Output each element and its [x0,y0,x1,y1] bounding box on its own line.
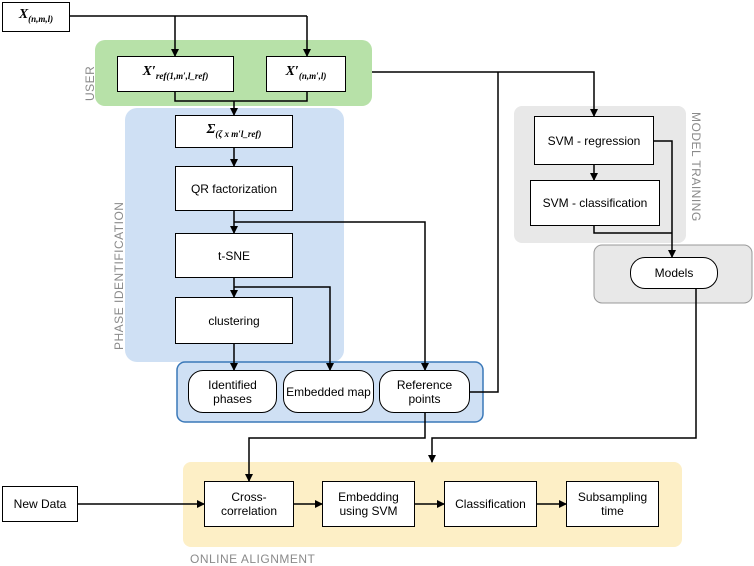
arrow-tsne-to-map [234,286,334,371]
x-prime-base: X′ [285,64,299,80]
user-region-label: USER [83,65,97,101]
x-ref-base: X′ [142,64,156,80]
sigma-node: Σ(ζ x m′l_ref) [175,115,293,148]
identified-phases-node: Identified phases [188,370,277,413]
tsne-node: t-SNE [175,233,293,278]
svm-regression-node: SVM - regression [534,116,654,165]
arrow-models-to-online [428,272,697,463]
models-node: Models [630,257,718,289]
line-refpoints-to-user [470,72,499,393]
sigma-sub: (ζ x m′l_ref) [215,128,262,139]
x-ref-node: X′ref(1,m′,l_ref) [117,56,234,92]
x-prime-sub: (n,m′,l) [298,70,327,81]
subsampling-time-node: Subsampling time [566,481,659,527]
arrow-refpoints-to-cross [245,413,426,482]
x-input-node: X(n,m,l) [2,2,70,32]
x-input-base: X [18,7,29,23]
qr-factorization-node: QR factorization [175,166,293,211]
arrow-user-to-svm [372,71,598,117]
arrow-classification-to-models [593,226,672,234]
phase-identification-label: PHASE IDENTIFICATION [112,201,126,350]
arrow-qr-to-refpoints [234,221,429,371]
x-prime-node: X′(n,m′,l) [266,56,346,92]
new-data-node: New Data [2,486,78,522]
arrow-regression-to-models [654,140,676,258]
model-training-label: MODEL TRAINING [689,112,703,222]
sigma-base: Σ [206,121,216,137]
reference-points-node: Reference points [379,370,470,413]
arrow-merge-to-sigma [174,92,308,115]
x-input-sub: (n,m,l) [28,13,54,24]
embedded-map-node: Embedded map [283,370,374,413]
online-alignment-label: ONLINE ALIGNMENT [190,552,316,566]
arrow-x-to-xref [70,15,307,56]
svm-classification-node: SVM - classification [530,180,660,226]
cross-correlation-node: Cross-correlation [204,481,294,527]
embedding-svm-node: Embedding using SVM [322,481,415,527]
x-ref-sub: ref(1,m′,l_ref) [155,70,209,81]
classification-node: Classification [444,481,537,527]
clustering-node: clustering [175,297,293,344]
